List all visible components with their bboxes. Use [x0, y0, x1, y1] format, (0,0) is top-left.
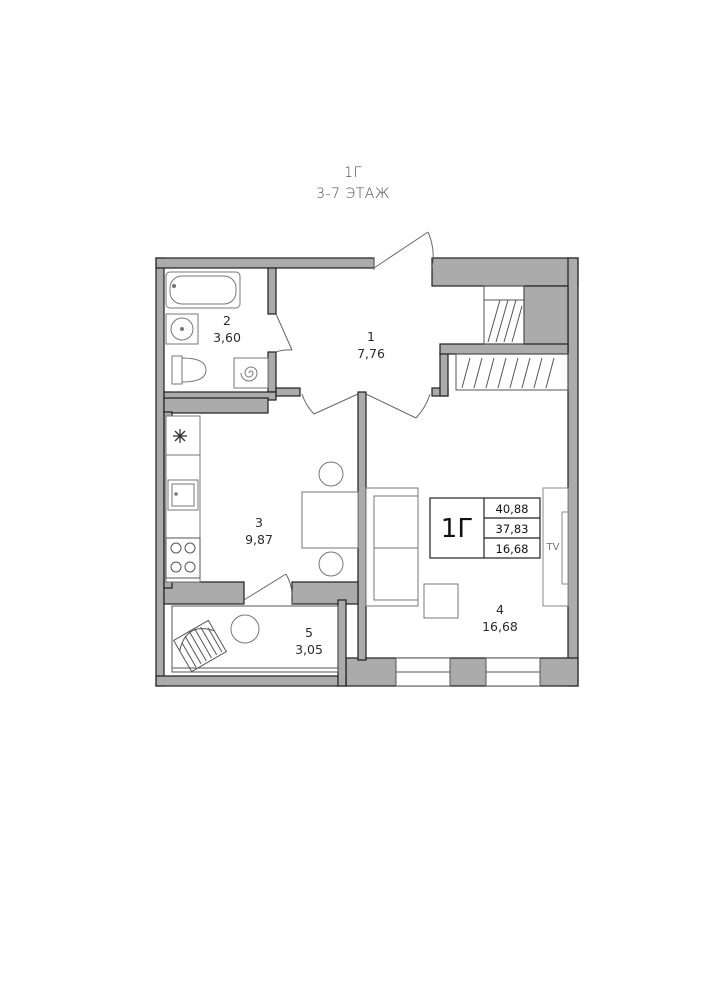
- summary-unit: 1Г: [441, 514, 473, 544]
- room-5-number: 5: [305, 625, 313, 640]
- bathroom-door: [275, 313, 293, 353]
- wardrobe-living: [455, 353, 569, 391]
- balcony-door: [243, 573, 293, 605]
- room-3-area: 9,87: [245, 532, 273, 547]
- floor-range: 3-7 ЭТАЖ: [316, 186, 390, 202]
- room-3-number: 3: [255, 515, 263, 530]
- balcony-outline: [171, 605, 339, 673]
- summary-living: 16,68: [496, 542, 529, 556]
- dining-table: [301, 461, 359, 577]
- room-1-number: 1: [367, 329, 375, 344]
- room-2-number: 2: [223, 313, 231, 328]
- stove-icon: [165, 537, 201, 579]
- bathroom-sink: [165, 313, 199, 345]
- kitchen-sink: [167, 479, 199, 511]
- boiler-icon: [233, 357, 269, 389]
- living-door: [365, 393, 431, 419]
- room-4-area: 16,68: [482, 619, 518, 634]
- kitchen-door: [301, 393, 359, 415]
- coffee-table: [423, 583, 459, 619]
- fridge-icon: [166, 429, 200, 456]
- wardrobe-top: [483, 285, 525, 345]
- windows: [395, 657, 541, 687]
- summary-table: [429, 497, 541, 559]
- walls: [155, 257, 579, 687]
- tv-stand: [542, 487, 569, 607]
- room-2-area: 3,60: [213, 330, 241, 345]
- toilet: [171, 355, 207, 385]
- bathtub: [165, 271, 241, 309]
- room-1-area: 7,76: [357, 346, 385, 361]
- room-4-number: 4: [496, 602, 504, 617]
- unit-title: 1Г: [344, 165, 362, 181]
- tv-label: TV: [546, 542, 560, 553]
- summary-living-total: 37,83: [496, 522, 529, 536]
- room-5-area: 3,05: [295, 642, 323, 657]
- balcony-table: [230, 614, 260, 644]
- balcony-armchair: [172, 619, 228, 673]
- sofa: [365, 487, 419, 607]
- summary-total: 40,88: [496, 502, 529, 516]
- entrance-door: [373, 231, 434, 270]
